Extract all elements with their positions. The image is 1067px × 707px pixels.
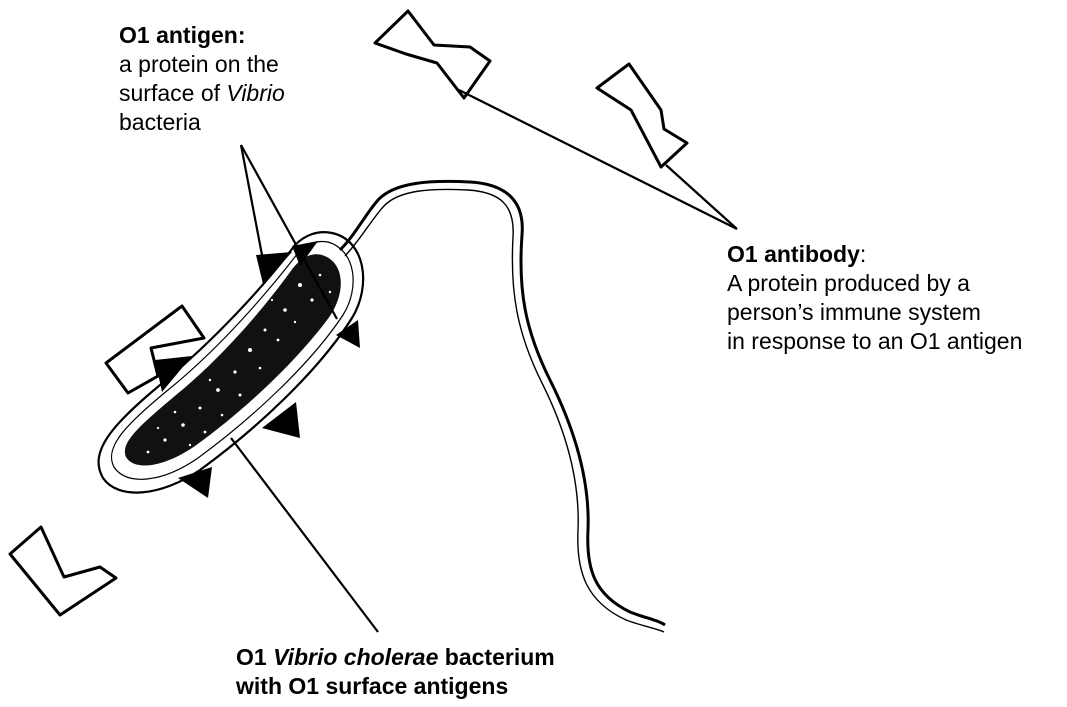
surface-antigen-marker (262, 402, 300, 438)
antigen-label-line2-prefix: surface of (119, 80, 226, 106)
leader-line-bacterium (231, 438, 378, 632)
flagellum (340, 181, 665, 632)
antibody-shape (597, 64, 687, 167)
antibody-shape (375, 11, 490, 98)
antibody-label-colon: : (860, 241, 866, 267)
antibody-shape (10, 527, 116, 615)
bacterium-label: O1 Vibrio cholerae bacterium with O1 sur… (236, 643, 555, 701)
antibody-label-line3: in response to an O1 antigen (727, 327, 1022, 356)
leader-line-antigen-left (241, 145, 262, 255)
antigen-label-line1: a protein on the (119, 50, 285, 79)
bacterium-label-suffix: bacterium (438, 644, 554, 670)
antibodies (10, 11, 687, 615)
bacterium-label-prefix: O1 (236, 644, 273, 670)
antibody-label-title: O1 antibody (727, 241, 860, 267)
leader-line-antibody-top (459, 90, 737, 229)
antigen-label: O1 antigen: a protein on the surface of … (119, 21, 285, 137)
bacterium-label-italic: Vibrio cholerae (273, 644, 438, 670)
antibody-label-line2: person’s immune system (727, 298, 1022, 327)
antigen-label-title: O1 antigen: (119, 22, 246, 48)
leader-line-antibody-right (666, 165, 737, 229)
antigen-label-line2-italic: Vibrio (226, 80, 284, 106)
antibody-label: O1 antibody: A protein produced by a per… (727, 240, 1022, 356)
antibody-shape (106, 306, 204, 393)
antigen-label-line3: bacteria (119, 108, 285, 137)
antibody-label-line1: A protein produced by a (727, 269, 1022, 298)
surface-antigen-marker (178, 467, 212, 498)
bacterium-label-line2: with O1 surface antigens (236, 673, 508, 699)
